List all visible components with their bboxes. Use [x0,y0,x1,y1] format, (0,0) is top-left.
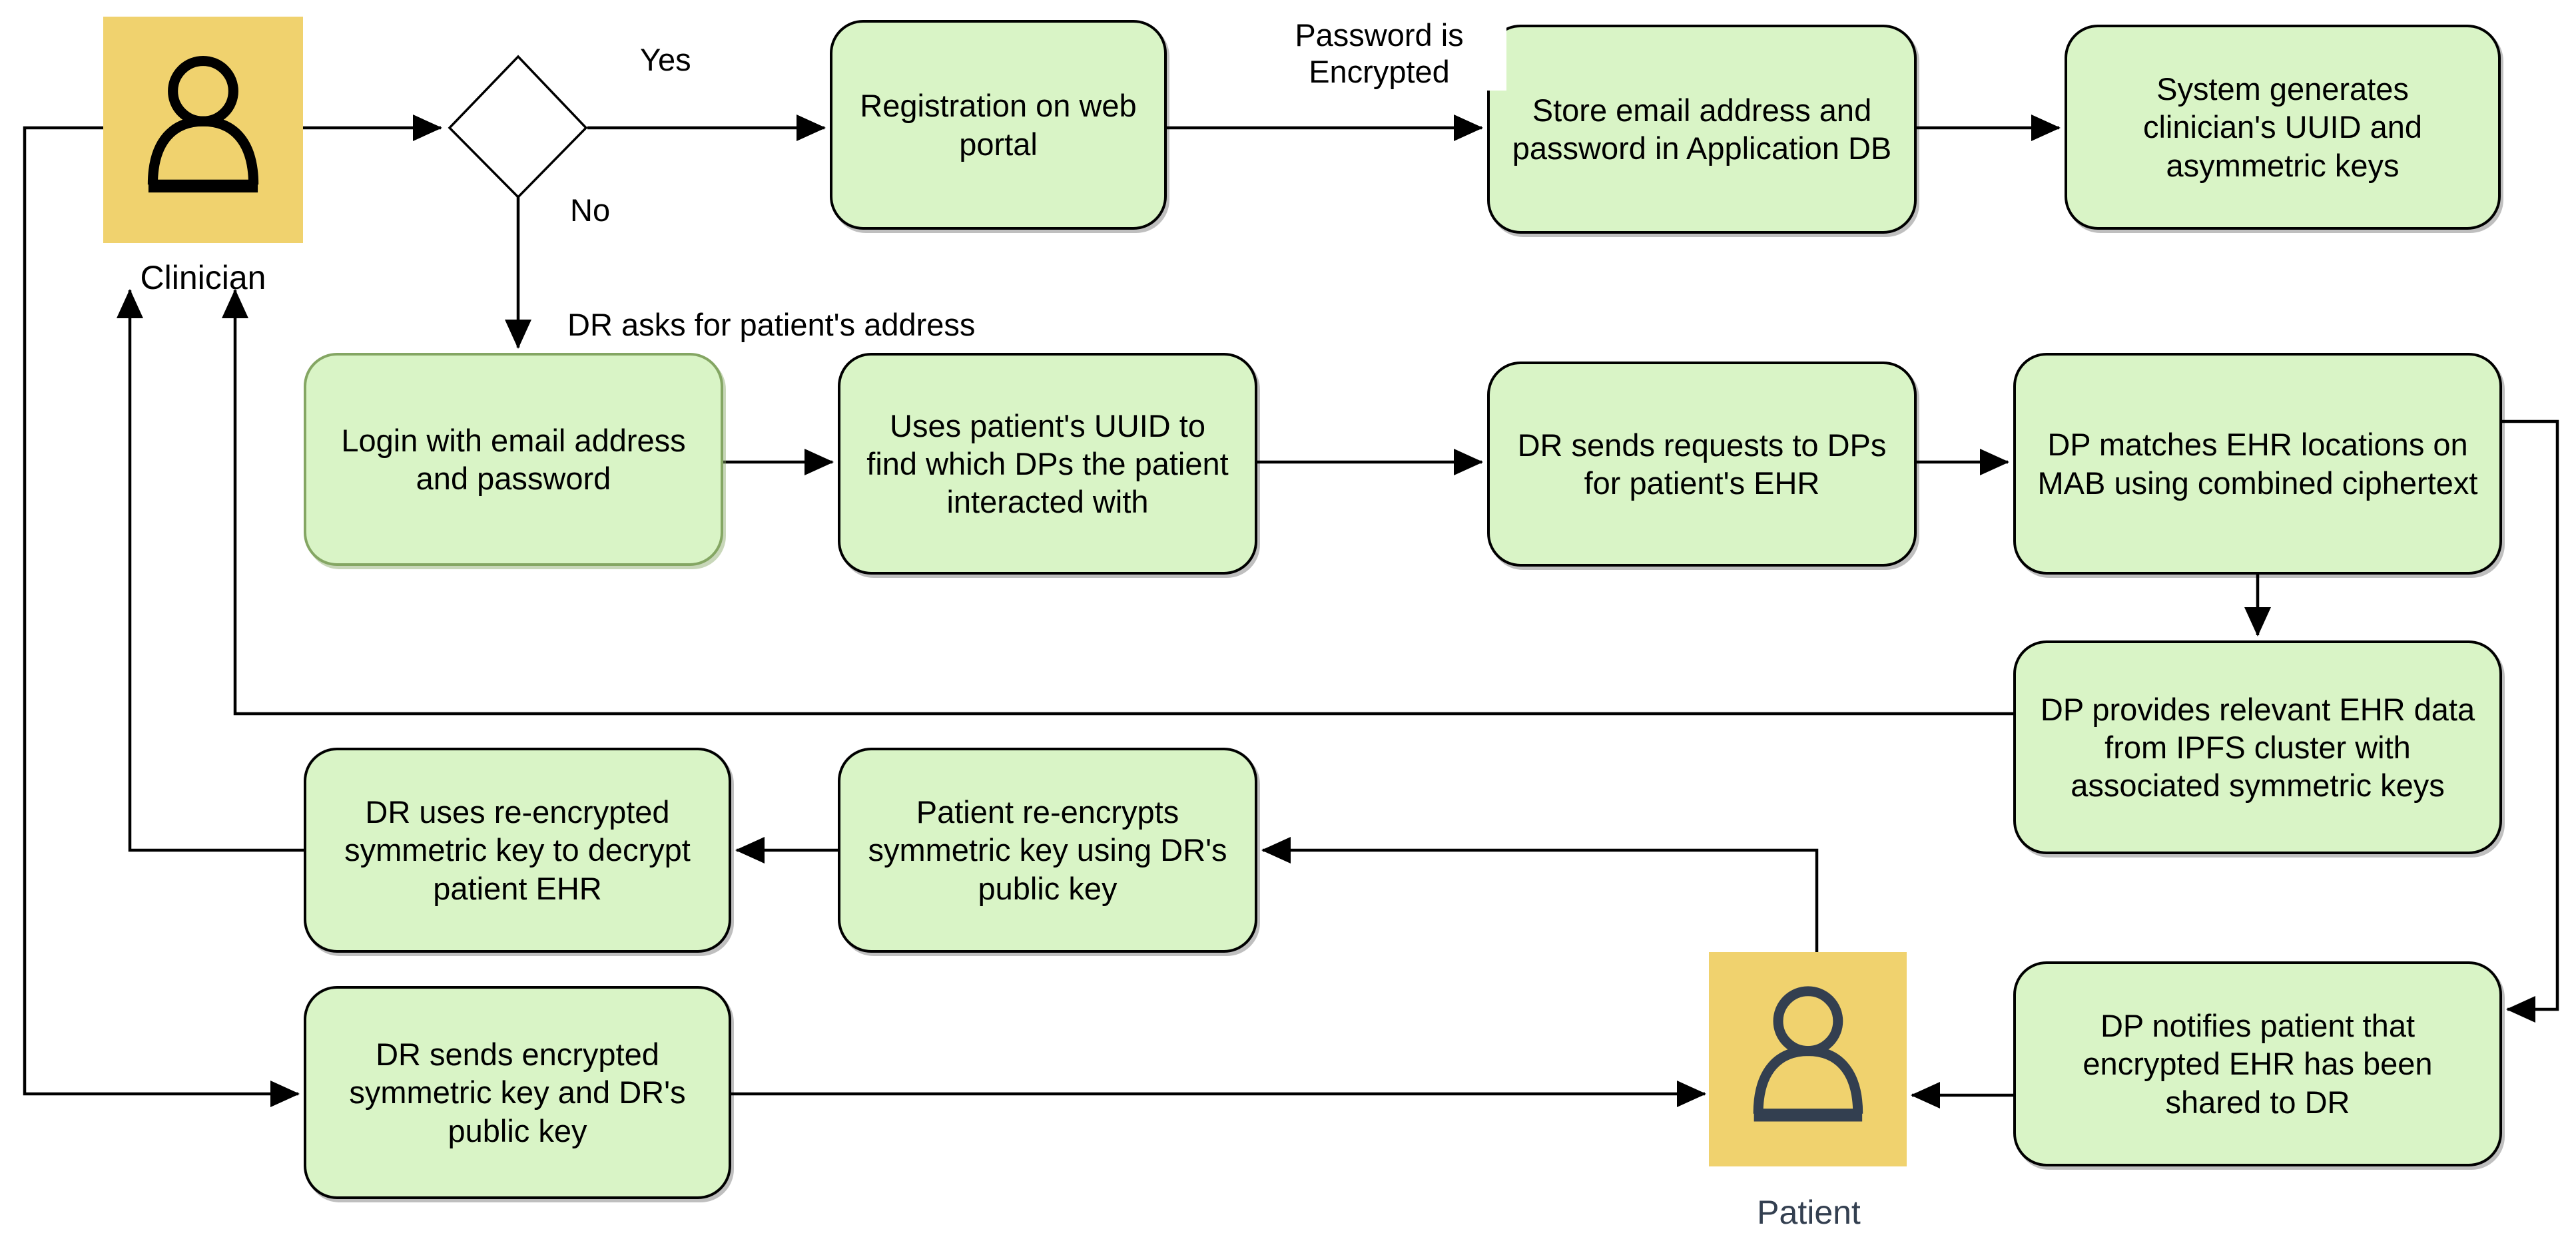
node-text: Registration on web portal [860,88,1137,162]
patient-label: Patient [1757,1194,1861,1231]
node-send-requests[interactable]: DR sends requests to DPs for patient's E… [1487,362,1917,567]
node-text: Login with email address and password [341,422,686,496]
edge-clinician-to-send-key [23,126,300,1107]
node-text: DP provides relevant EHR data from IPFS … [2040,691,2475,804]
edge-label-dr-asks: DR asks for patient's address [563,306,980,344]
edge-match-to-notify [2502,419,2559,1023]
node-generate-keys[interactable]: System generates clinician's UUID and as… [2065,25,2501,230]
clinician-label: Clinician [140,259,266,296]
edge-decrypt-to-clinician [117,289,304,852]
edge-provide-to-clinician [222,289,2013,716]
node-notify-patient[interactable]: DP notifies patient that encrypted EHR h… [2013,961,2502,1166]
node-text: DR sends requests to DPs for patient's E… [1517,427,1887,501]
node-text: DR sends encrypted symmetric key and DR'… [349,1037,686,1148]
node-provide-ehr[interactable]: DP provides relevant EHR data from IPFS … [2013,640,2502,854]
node-find-dps[interactable]: Uses patient's UUID to find which DPs th… [838,353,1257,575]
node-send-key[interactable]: DR sends encrypted symmetric key and DR'… [304,986,731,1199]
node-text: System generates clinician's UUID and as… [2142,71,2423,183]
node-text: DP notifies patient that encrypted EHR h… [2083,1008,2433,1120]
node-store-credentials[interactable]: Store email address and password in Appl… [1487,25,1917,234]
decision-diamond[interactable] [448,55,588,199]
node-text: DP matches EHR locations on MAB using co… [2037,427,2478,501]
clinician-actor[interactable] [103,17,303,243]
person-icon [147,55,259,192]
node-text: Patient re-encrypts symmetric key using … [868,794,1227,906]
edge-patient-to-reencrypt [1261,837,1819,953]
node-reencrypt-key[interactable]: Patient re-encrypts symmetric key using … [838,748,1257,953]
node-login[interactable]: Login with email address and password [304,353,723,566]
patient-actor[interactable] [1709,952,1907,1166]
edge-label-yes: Yes [636,41,695,79]
edge-label-password-encrypted: Password is Encrypted [1252,17,1506,91]
node-text: DR uses re-encrypted symmetric key to de… [344,794,691,906]
node-registration[interactable]: Registration on web portal [830,20,1167,230]
node-match-locations[interactable]: DP matches EHR locations on MAB using co… [2013,353,2502,575]
node-text: Store email address and password in Appl… [1512,92,1892,166]
node-decrypt-ehr[interactable]: DR uses re-encrypted symmetric key to de… [304,748,731,953]
edge-label-no: No [566,192,615,229]
node-text: Uses patient's UUID to find which DPs th… [866,407,1229,520]
person-icon [1753,985,1863,1122]
